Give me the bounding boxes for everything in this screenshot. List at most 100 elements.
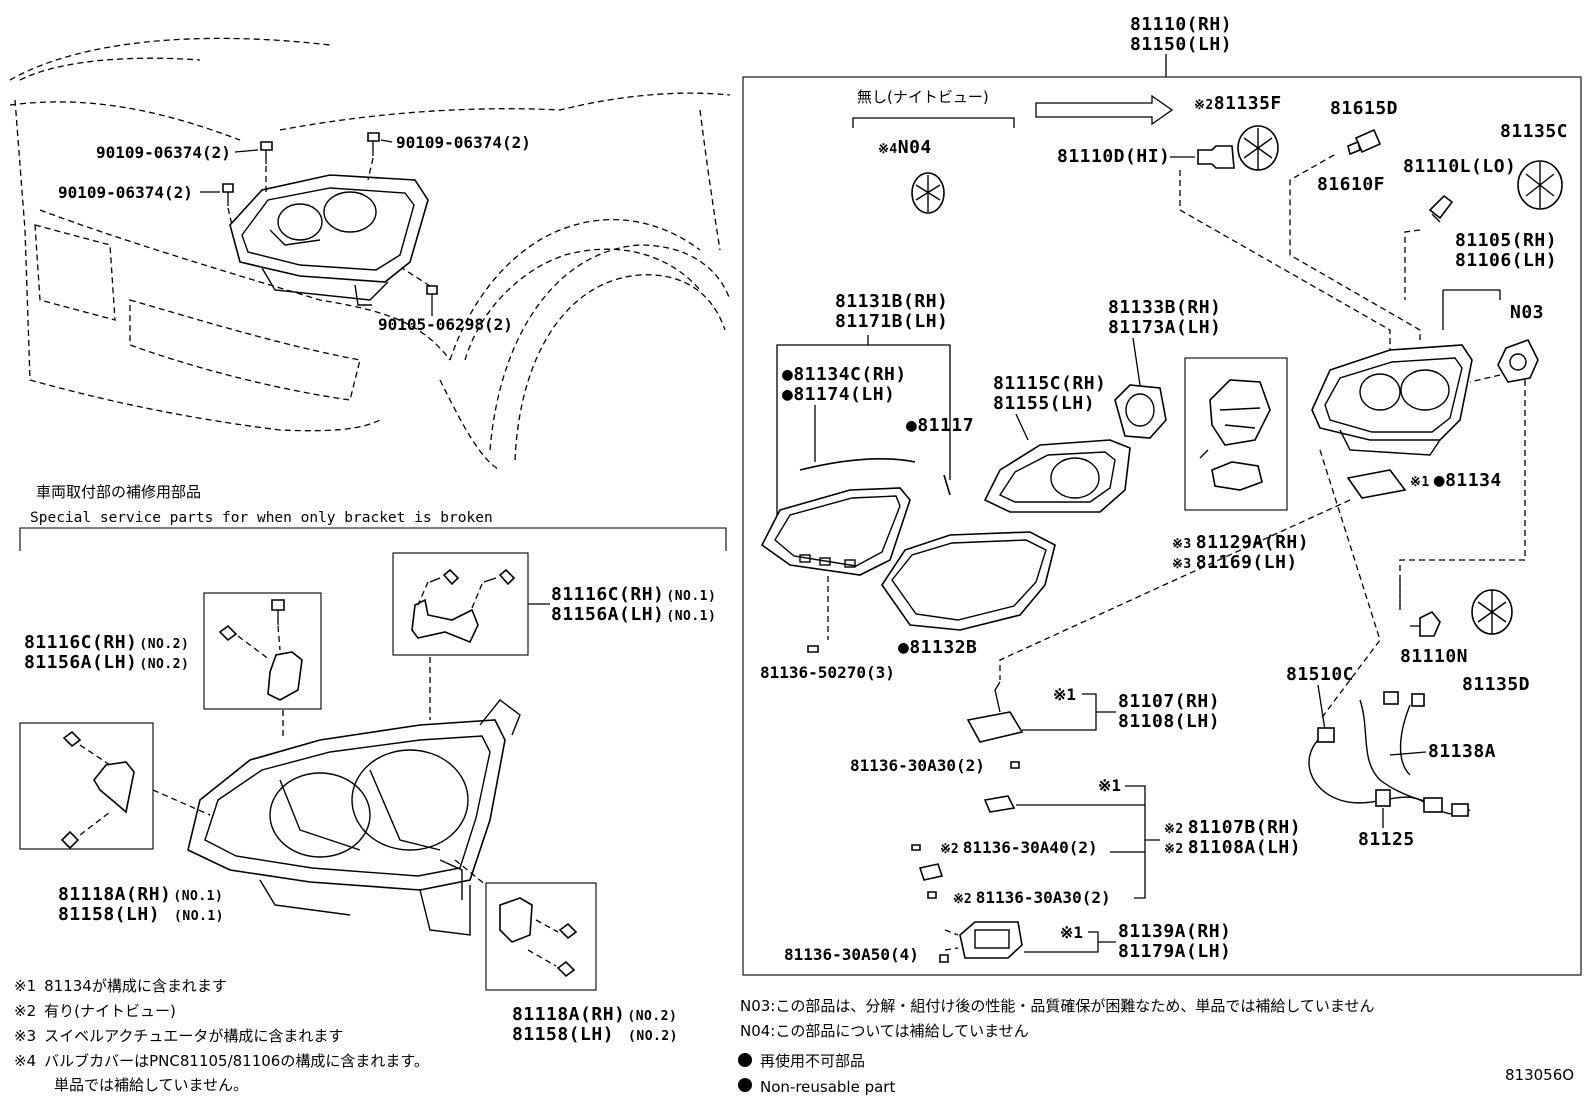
ecu-bracket [1022, 693, 1116, 731]
non-reusable-dot-icon [738, 1053, 752, 1067]
bulb-hi-path [1179, 170, 1391, 360]
ecu2-mark-top: ※1 [1098, 776, 1121, 795]
ext-lh: 81155(LH) [993, 393, 1095, 414]
screw-lens-label: 81136-50270(3) [760, 663, 895, 682]
legend-dot-en: Non-reusable part [760, 1078, 895, 1096]
bracket-a2-drawing [499, 897, 578, 978]
ecu-path [999, 499, 1351, 680]
screw-icon-a40 [911, 844, 921, 851]
seal-rh: ●81134C(RH) [782, 364, 907, 385]
screw-icon [807, 645, 819, 653]
p81132b-label: ●81132B [898, 637, 977, 658]
n03-label: N03 [1510, 302, 1544, 323]
socket-81615d-icon [1347, 128, 1382, 156]
ecu-lh: 81108(LH) [1118, 711, 1220, 732]
harness-path [1319, 449, 1381, 721]
lens-drawing [760, 487, 911, 576]
reflector-rh: 81133B(RH) [1108, 297, 1221, 318]
bracket-a1-rh: 81118A(RH)(NO.1) [58, 884, 223, 905]
car-bolt-label-4: 90105-06298(2) [378, 315, 513, 334]
bulb-hi-label: 81110D(HI) [1057, 146, 1170, 167]
bracket-c1-lh: 81156A(LH)(NO.1) [551, 604, 716, 625]
bracket-box-a2 [485, 882, 597, 991]
bulb-cover-n04-icon [911, 172, 945, 214]
bulb-cover-d-icon [1471, 589, 1513, 635]
bracket-c2-lh: 81156A(LH)(NO.2) [24, 652, 189, 673]
p81135c-label: 81135C [1500, 121, 1568, 142]
swivel-box [1184, 357, 1288, 511]
legend-n04: N04:この部品については補給していません [740, 1022, 1029, 1040]
p81610f-label: 81610F [1317, 174, 1385, 195]
headlamp-assembly-large [187, 699, 521, 936]
service-title-jp: 車両取付部の補修用部品 [36, 483, 201, 501]
p81117-label: ●81117 [906, 415, 974, 436]
clip-81117-drawing [943, 474, 951, 496]
reflector-lh: 81173A(LH) [1108, 317, 1221, 338]
bracket-c2-drawing [218, 599, 303, 701]
extension-drawing [983, 439, 1131, 513]
seal-lh: ●81174(LH) [782, 384, 895, 405]
wire-harness-drawing [1308, 691, 1471, 817]
module-bracket [1024, 931, 1116, 953]
housing-leader [1442, 289, 1501, 330]
n04-label: ※4N04 [878, 137, 932, 158]
screw-icon-ecu [1010, 761, 1020, 769]
bolt-icon [222, 132, 438, 306]
car-bolt-label-1: 90109-06374(2) [96, 143, 231, 162]
n03-path [1469, 374, 1501, 383]
module-rh: 81139A(RH) [1118, 921, 1231, 942]
bulb-lo-path [1404, 229, 1421, 300]
ecu-rh: 81107(RH) [1118, 691, 1220, 712]
module-path [944, 929, 959, 951]
no-night-view-label: 無し(ナイトビュー) [857, 88, 989, 106]
car-bolt-label-3: 90109-06374(2) [58, 183, 193, 202]
ecu-b-drawing [983, 795, 1016, 813]
legend: N03:この部品は、分解・組付け後の性能・品質確保が困難なため、単品では補給して… [738, 997, 1574, 1096]
swivel-actuator-drawing [1199, 379, 1271, 491]
swivel-motor-n03-icon [1497, 339, 1539, 383]
cover-f-label: ※281135F [1194, 93, 1282, 114]
bulb-n-icon [1410, 610, 1441, 637]
legend-n03: N03:この部品は、分解・組付け後の性能・品質確保が困難なため、単品では補給して… [740, 997, 1374, 1015]
assembly-rh: 81110(RH) [1130, 14, 1232, 35]
module-mark: ※1 [1060, 923, 1083, 942]
lens-rh: 81131B(RH) [835, 291, 948, 312]
seal-drawing [799, 457, 916, 471]
leader-a2 [454, 859, 487, 886]
ecu-mark: ※1 [1053, 685, 1076, 704]
screw-ecu-label: 81136-30A30(2) [850, 756, 985, 775]
bracket-box-c1 [392, 552, 529, 656]
reflector-leader [1132, 337, 1141, 386]
service-section-frame [19, 527, 727, 551]
bracket-a1-drawing [60, 730, 135, 850]
screw-icon-a50 [939, 954, 949, 963]
exploded-frame [742, 76, 1582, 976]
footnote-5: 単品では補給していません。 [54, 1076, 248, 1094]
bulb-lo-label: 81110L(LO) [1403, 156, 1516, 177]
car-bolt-label-2: 90109-06374(2) [396, 133, 531, 152]
rim-inner [891, 539, 1047, 621]
ext-leader [1015, 413, 1029, 441]
no-night-view-bracket [852, 117, 1015, 128]
ecu-81107-drawing [966, 681, 1024, 743]
rim-81132b-drawing [881, 531, 1056, 631]
module-81139a-drawing [959, 921, 1023, 959]
ecu2-bracket [1016, 785, 1160, 899]
bracket-a2-rh: 81118A(RH)(NO.2) [512, 1004, 677, 1025]
bracket-a1-lh: 81158(LH)(NO.1) [58, 904, 224, 925]
screw-icon-a30b [927, 891, 937, 899]
p81125-label: 81125 [1358, 829, 1415, 850]
bracket-box-a1 [19, 722, 154, 850]
bulb-hi-icon [1197, 145, 1235, 169]
bracket-box-c2 [203, 592, 322, 710]
bulb-cover-c-icon [1517, 160, 1563, 210]
service-title-en: Special service parts for when only brac… [30, 510, 493, 526]
ext-rh: 81115C(RH) [993, 373, 1106, 394]
